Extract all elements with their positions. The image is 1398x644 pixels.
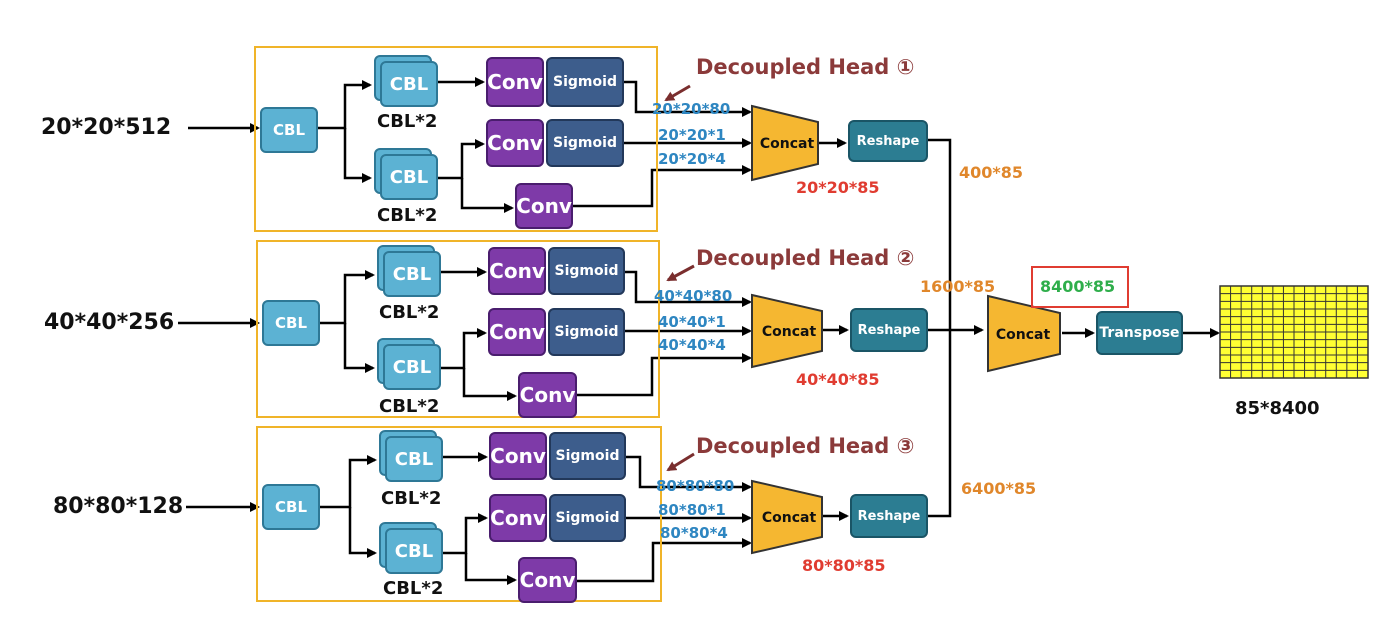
concat-1-label: Concat: [760, 136, 815, 152]
input-1-label: 20*20*512: [41, 115, 172, 140]
cls-3-arrow: [626, 455, 752, 492]
cbl-conv-1b-arrow: [437, 139, 485, 180]
cbl-repeat-3b-label: CBL*2: [383, 578, 444, 599]
decoupled-head-2-title: Decoupled Head ②: [696, 246, 915, 270]
obj-3-label: 80*80*1: [658, 501, 726, 519]
cbl-2a: CBL: [383, 251, 441, 297]
reg-3-label: 80*80*4: [660, 524, 728, 542]
concat-3-shape: [751, 479, 823, 555]
sigmoid-2b: Sigmoid: [548, 308, 625, 356]
final-concat-highlight: [1031, 266, 1129, 308]
decoupled-head-3-title: Decoupled Head ③: [696, 434, 915, 458]
head-2-pointer: [666, 264, 695, 282]
cls-2-arrow: [625, 270, 752, 307]
reshape-2-output-label: 1600*85: [920, 277, 996, 296]
reg-2-arrow: [577, 353, 752, 397]
branch-2b-arrow: [343, 323, 375, 373]
cbl-1b: CBL: [380, 154, 438, 200]
concat-2-shape: [751, 293, 823, 369]
conv-3b: Conv: [489, 494, 547, 542]
sigmoid-1a: Sigmoid: [546, 57, 624, 107]
input-2-label: 40*40*256: [44, 310, 175, 335]
cbl-repeat-2b-label: CBL*2: [379, 396, 440, 417]
cbl-repeat-2a-label: CBL*2: [379, 302, 440, 323]
cbl-conv-2b-arrow: [440, 328, 487, 370]
conv-1a: Conv: [486, 57, 544, 107]
reshape-3-output-label: 6400*85: [961, 479, 1037, 498]
sigmoid-1b: Sigmoid: [546, 119, 624, 167]
merge-bus: [928, 138, 952, 518]
head-1-pointer: [664, 84, 691, 102]
cbl-repeat-1b-label: CBL*2: [377, 205, 438, 226]
cbl-1: CBL: [260, 107, 318, 153]
concat-1-output-label: 20*20*85: [796, 178, 880, 197]
decoupled-head-1-title: Decoupled Head ①: [696, 55, 915, 79]
branch-2a-arrow: [318, 270, 375, 325]
cbl-3a: CBL: [385, 436, 443, 482]
reshape-1: Reshape: [848, 120, 928, 162]
conv-2a: Conv: [488, 247, 546, 295]
cbl-2b: CBL: [383, 344, 441, 390]
cbl-2: CBL: [262, 300, 320, 346]
head-3-frame: [256, 426, 662, 602]
conv-1b: Conv: [486, 119, 544, 167]
sigmoid-2a: Sigmoid: [548, 247, 625, 295]
reg-1-arrow: [573, 165, 752, 208]
concat-3-label: Concat: [762, 510, 817, 526]
input-3-label: 80*80*128: [53, 494, 184, 519]
obj-2-label: 40*40*1: [658, 313, 726, 331]
reshape-2: Reshape: [850, 308, 928, 352]
reg-2-label: 40*40*4: [658, 336, 726, 354]
cbl-conv-3b-arrow: [442, 513, 488, 555]
reshape-3: Reshape: [850, 494, 928, 538]
conv-3a: Conv: [489, 432, 547, 480]
concat-2-label: Concat: [762, 324, 817, 340]
output-shape-label: 85*8400: [1235, 398, 1320, 419]
branch-1a-arrow: [318, 80, 372, 130]
conv-2c: Conv: [518, 372, 577, 418]
head-3-pointer: [666, 452, 695, 472]
reg-3-arrow: [577, 538, 752, 583]
transpose: Transpose: [1096, 311, 1183, 355]
concat-1-shape: [751, 104, 819, 182]
reg-1-label: 20*20*4: [658, 150, 726, 168]
concat-2-output-label: 40*40*85: [796, 370, 880, 389]
head-1-frame: [254, 46, 658, 232]
conv-3c: Conv: [518, 557, 577, 603]
branch-3a-arrow: [320, 455, 377, 509]
concat-final-label: Concat: [996, 327, 1051, 343]
sigmoid-3b: Sigmoid: [549, 494, 626, 542]
cbl-1a: CBL: [380, 61, 438, 107]
output-grid: [1219, 285, 1369, 379]
cbl-repeat-3a-label: CBL*2: [381, 488, 442, 509]
concat-3-output-label: 80*80*85: [802, 556, 886, 575]
head-2-frame: [256, 240, 660, 418]
conv-2b: Conv: [488, 308, 546, 356]
sigmoid-3a: Sigmoid: [549, 432, 626, 480]
cbl-conv-2c-arrow: [462, 368, 517, 401]
branch-1b-arrow: [343, 128, 372, 183]
cls-1-arrow: [624, 80, 752, 117]
cls-2-label: 40*40*80: [654, 287, 733, 305]
cbl-3: CBL: [262, 484, 320, 530]
reshape-1-output-label: 400*85: [959, 163, 1024, 182]
cls-3-label: 80*80*80: [656, 477, 735, 495]
cbl-repeat-1a-label: CBL*2: [377, 111, 438, 132]
final-concat-output-label: 8400*85: [1040, 277, 1116, 296]
cbl-conv-1c-arrow: [460, 178, 514, 213]
branch-3b-arrow: [348, 507, 377, 558]
cbl-3b: CBL: [385, 528, 443, 574]
cbl-conv-3c-arrow: [464, 553, 517, 585]
cls-1-label: 20*20*80: [652, 100, 731, 118]
conv-1c: Conv: [515, 183, 573, 229]
obj-1-label: 20*20*1: [658, 126, 726, 144]
